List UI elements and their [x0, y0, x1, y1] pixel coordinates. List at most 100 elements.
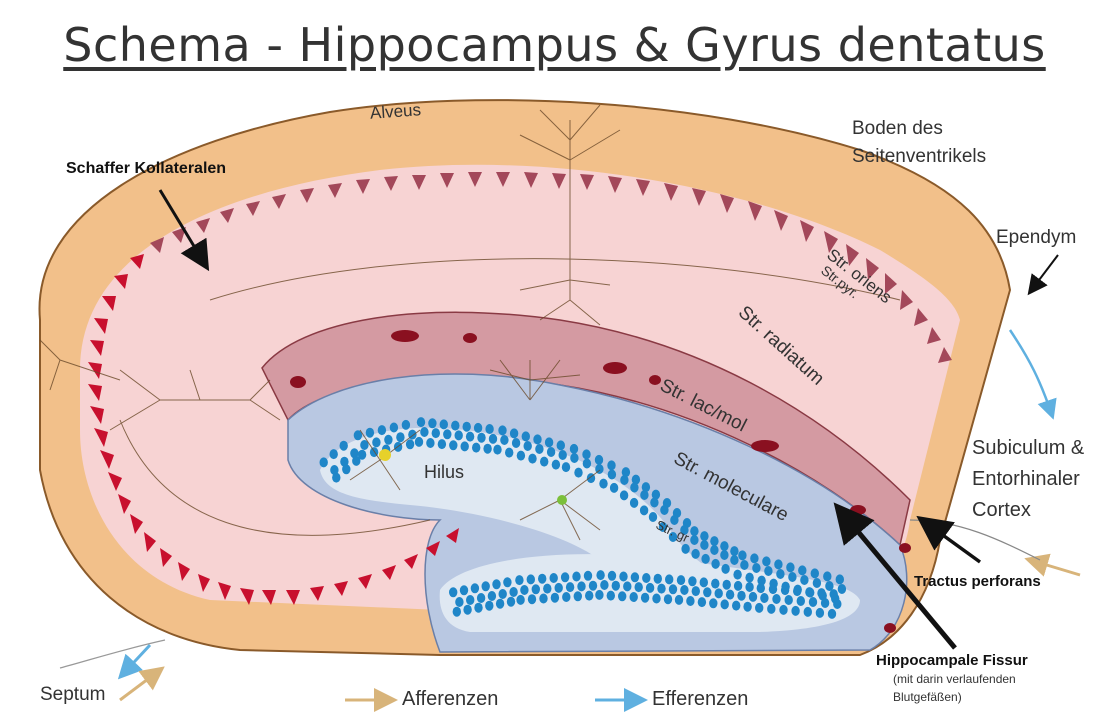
granule-cell	[583, 459, 591, 469]
granule-cell	[715, 588, 723, 598]
granule-cell	[358, 450, 366, 460]
granule-cell	[378, 425, 386, 435]
granule-cell	[520, 585, 528, 595]
granule-cell	[477, 433, 485, 443]
granule-cell	[438, 439, 446, 449]
granule-cell	[762, 556, 770, 566]
granule-cell	[823, 571, 831, 581]
granule-cell	[805, 587, 813, 597]
granule-cell	[710, 536, 718, 546]
granule-cell	[342, 464, 350, 474]
granule-cell	[585, 591, 593, 601]
granule-cell	[595, 590, 603, 600]
granule-cell	[449, 587, 457, 597]
granule-cell	[402, 420, 410, 430]
granule-cell	[750, 553, 758, 563]
granule-cell	[570, 444, 578, 454]
granule-cell	[466, 432, 474, 442]
granule-cell	[788, 572, 796, 582]
label-hilus: Hilus	[424, 462, 464, 483]
pointer-ependym	[1030, 255, 1058, 292]
granule-cell	[813, 578, 821, 588]
granule-cell	[406, 439, 414, 449]
granule-cell	[646, 583, 654, 593]
granule-cell	[545, 437, 553, 447]
granule-cell	[732, 601, 740, 611]
granule-cell	[515, 575, 523, 585]
granule-cell	[726, 590, 734, 600]
granule-cell	[539, 594, 547, 604]
granule-cell	[749, 592, 757, 602]
granule-cell	[492, 579, 500, 589]
granule-cell	[811, 568, 819, 578]
afferent-arrow-septum	[120, 670, 160, 700]
granule-cell	[595, 455, 603, 465]
granule-cell	[785, 595, 793, 605]
granule-cell	[743, 602, 751, 612]
granule-cell	[720, 541, 728, 551]
label-subiculum-3: Cortex	[972, 499, 1031, 522]
granule-cell	[582, 449, 590, 459]
granule-cell	[691, 549, 699, 559]
granule-cell	[420, 427, 428, 437]
granule-cell	[836, 574, 844, 584]
granule-cell	[471, 583, 479, 593]
granule-cell	[690, 535, 698, 545]
granule-cell	[700, 577, 708, 587]
granule-cell	[533, 434, 541, 444]
granule-cell	[552, 460, 560, 470]
granule-cell	[698, 597, 706, 607]
granule-cell	[779, 605, 787, 615]
granule-cell	[570, 453, 578, 463]
granule-cell	[589, 581, 597, 591]
granule-cell	[774, 559, 782, 569]
granule-cell	[528, 454, 536, 464]
granule-cell	[524, 441, 532, 451]
granule-cell	[474, 603, 482, 613]
granule-cell	[485, 601, 493, 611]
label-ependym: Ependym	[996, 227, 1076, 249]
granule-cell	[428, 418, 436, 428]
granule-cell	[737, 591, 745, 601]
granule-cell	[498, 425, 506, 435]
granule-cell	[596, 570, 604, 580]
granule-cell	[330, 449, 338, 459]
granule-cell	[700, 540, 708, 550]
granule-cell	[669, 584, 677, 594]
granule-cell	[640, 490, 648, 500]
granule-cell	[752, 563, 760, 573]
granule-cell	[540, 457, 548, 467]
legend-afferenzen: Afferenzen	[402, 688, 498, 711]
granule-cell	[677, 575, 685, 585]
granule-cell	[320, 457, 328, 467]
granule-cell	[817, 588, 825, 598]
granule-cell	[440, 419, 448, 429]
granule-cell	[463, 422, 471, 432]
granule-cell	[681, 544, 689, 554]
granule-cell	[733, 570, 741, 580]
granule-cell	[650, 498, 658, 508]
granule-cell	[721, 599, 729, 609]
granule-cell	[607, 460, 615, 470]
granule-cell	[559, 450, 567, 460]
granule-cell	[455, 430, 463, 440]
granule-neuron-marker	[379, 449, 391, 461]
granule-cell	[745, 582, 753, 592]
granule-cell	[510, 428, 518, 438]
granule-cell	[642, 573, 650, 583]
granule-cell	[608, 470, 616, 480]
granule-cell	[631, 572, 639, 582]
granule-cell	[432, 428, 440, 438]
granule-cell	[730, 546, 738, 556]
granule-cell	[516, 595, 524, 605]
granule-cell	[488, 591, 496, 601]
granule-cell	[584, 571, 592, 581]
granule-cell	[757, 583, 765, 593]
granule-cell	[772, 594, 780, 604]
granule-cell	[664, 594, 672, 604]
granule-cell	[460, 585, 468, 595]
granule-cell	[340, 441, 348, 451]
granule-cell	[477, 593, 485, 603]
granule-cell	[630, 483, 638, 493]
